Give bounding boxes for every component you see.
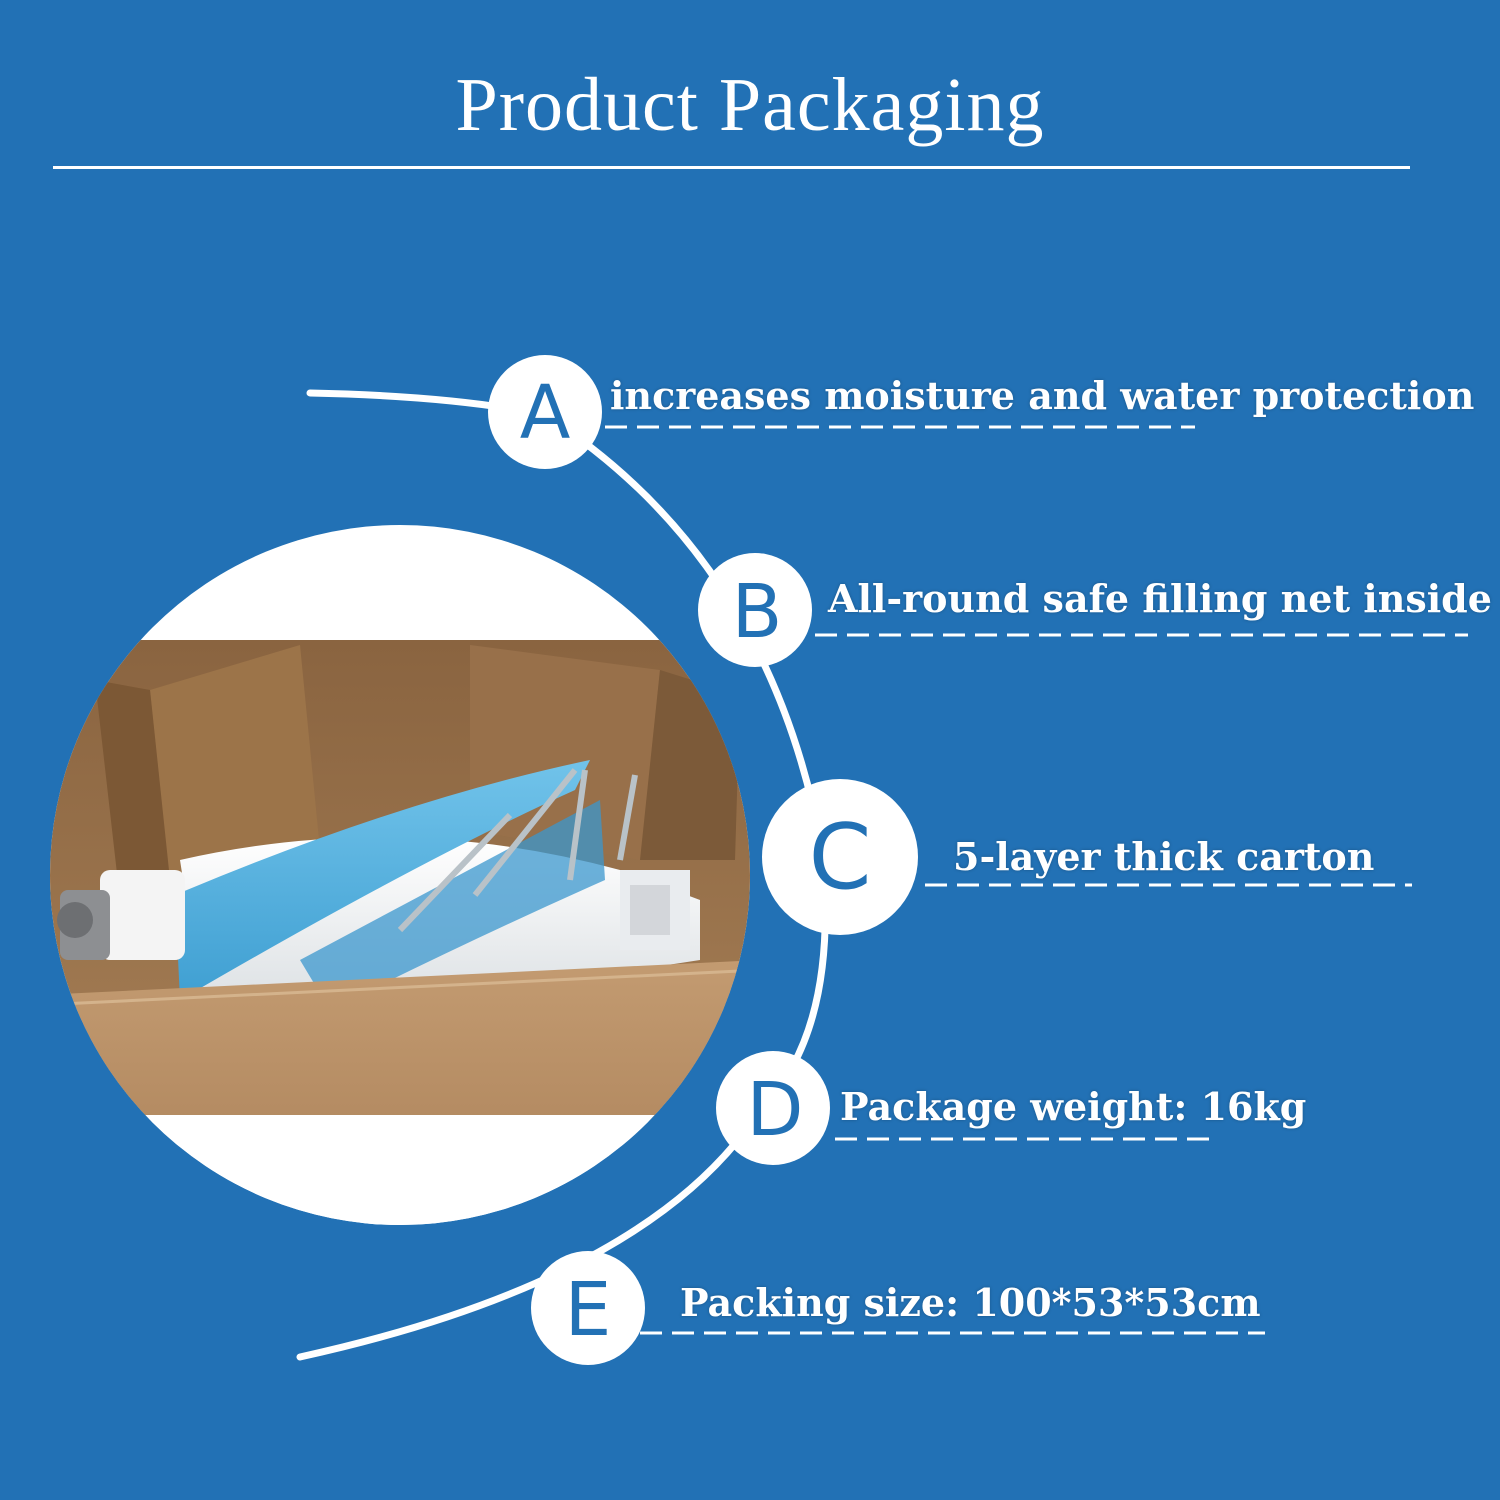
page-title: Product Packaging	[455, 63, 1045, 147]
feature-text-d: Package weight: 16kg	[840, 1084, 1307, 1129]
feature-text-c: 5-layer thick carton	[953, 834, 1375, 879]
badge-letter-e: E	[565, 1267, 612, 1353]
badge-letter-a: A	[520, 370, 571, 456]
badge-c: C	[762, 779, 918, 935]
feature-text-b: All-round safe filling net inside	[828, 576, 1492, 621]
packaging-photo	[50, 525, 750, 1225]
feature-text-e: Packing size: 100*53*53cm	[680, 1280, 1261, 1325]
badge-d: D	[716, 1051, 830, 1165]
feature-text-a: increases moisture and water protection	[610, 373, 1475, 418]
badge-a: A	[488, 355, 602, 469]
badge-letter-d: D	[747, 1067, 804, 1153]
badge-letter-b: B	[732, 569, 783, 655]
dashed-underlines	[605, 425, 1468, 1335]
title-divider	[53, 166, 1410, 169]
badge-letter-c: C	[809, 805, 872, 910]
badge-b: B	[698, 553, 812, 667]
badge-e: E	[531, 1251, 645, 1365]
